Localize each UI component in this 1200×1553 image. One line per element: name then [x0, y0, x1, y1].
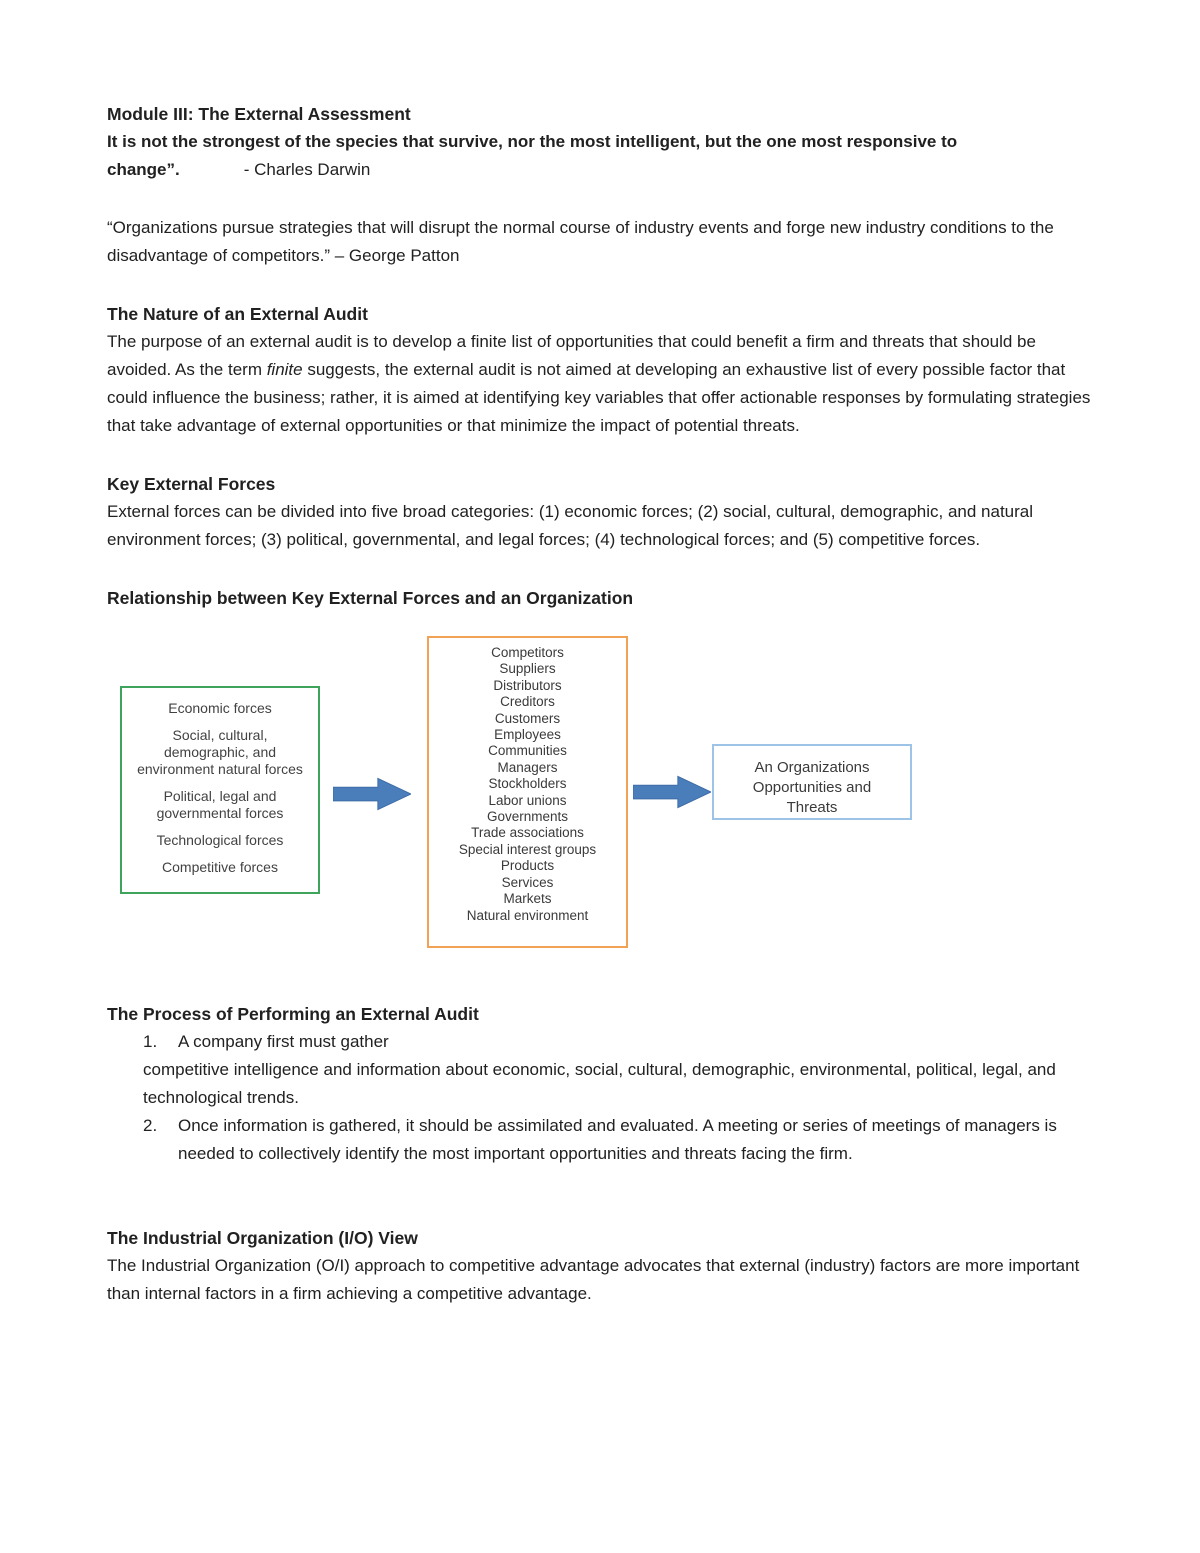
list-number: 2. [143, 1116, 158, 1135]
nature-text-before: The purpose of an external audit is to d… [107, 332, 1036, 379]
stakeholder-item: Distributors [493, 677, 562, 693]
darwin-quote-paragraph: It is not the strongest of the species t… [107, 128, 1094, 184]
stakeholder-item: Customers [494, 710, 561, 726]
document-content: Module III: The External Assessment It i… [107, 104, 1094, 1303]
force-item: Economic forces [168, 700, 272, 716]
io-view-heading: The Industrial Organization (I/O) View [107, 1228, 418, 1248]
nature-italic-word: finite [266, 360, 303, 379]
relationship-heading: Relationship between Key External Forces… [107, 588, 634, 608]
nature-paragraph: The purpose of an external audit is to d… [107, 328, 1094, 440]
arrow-right-icon [633, 775, 711, 809]
force-item: Competitive forces [162, 859, 278, 875]
nature-text-after: suggests, the external audit is not aime… [107, 360, 1091, 435]
force-item: Social, cultural, demographic, and envir… [137, 727, 303, 777]
stakeholder-item: Suppliers [499, 661, 556, 677]
force-item: Political, legal and governmental forces [156, 788, 284, 821]
stakeholder-item: Markets [503, 891, 552, 907]
relationship-diagram: Economic forces Social, cultural, demogr… [107, 626, 1094, 960]
arrow-right-icon [333, 777, 411, 811]
opportunities-threats-box: An Organizations Opportunities and Threa… [712, 744, 912, 820]
list-item-1-continuation: competitive intelligence and information… [143, 1060, 1056, 1107]
process-heading: The Process of Performing an External Au… [107, 1004, 479, 1024]
list-item-2-text: Once information is gathered, it should … [178, 1116, 1057, 1163]
stakeholder-item: Natural environment [466, 907, 589, 923]
key-forces-heading: Key External Forces [107, 474, 276, 494]
stakeholder-item: Products [500, 858, 555, 874]
stakeholders-box: Competitors Suppliers Distributors Credi… [427, 636, 628, 948]
stakeholder-item: Services [501, 874, 554, 890]
stakeholder-item: Creditors [500, 694, 555, 710]
external-forces-box: Economic forces Social, cultural, demogr… [120, 686, 320, 894]
stakeholder-item: Special interest groups [458, 841, 597, 857]
darwin-quote-text: It is not the strongest of the species t… [107, 132, 958, 179]
stakeholder-item: Governments [486, 809, 569, 825]
stakeholder-item: Employees [494, 727, 561, 743]
stakeholder-item: Stockholders [488, 776, 567, 792]
list-item-2: 2. Once information is gathered, it shou… [143, 1112, 1094, 1168]
darwin-attribution: - Charles Darwin [243, 160, 371, 179]
stakeholder-item: Managers [497, 759, 558, 775]
io-view-paragraph: The Industrial Organization (O/I) approa… [107, 1256, 1080, 1303]
nature-heading: The Nature of an External Audit [107, 304, 368, 324]
stakeholder-item: Competitors [491, 645, 564, 660]
stakeholder-item: Labor unions [488, 792, 567, 808]
key-forces-paragraph: External forces can be divided into five… [107, 502, 1034, 549]
force-item: Technological forces [156, 832, 284, 848]
list-item-1: 1. A company first must gather competitiv… [143, 1028, 1094, 1112]
list-number: 1. [143, 1032, 158, 1051]
document-title: Module III: The External Assessment [107, 104, 411, 124]
list-item-1-lead: A company first must gather [178, 1032, 389, 1051]
stakeholder-item: Trade associations [471, 825, 584, 841]
stakeholder-item: Communities [488, 743, 567, 759]
patton-quote-paragraph: “Organizations pursue strategies that wi… [107, 218, 1054, 265]
process-list: 1. A company first must gather competitiv… [143, 1028, 1094, 1168]
